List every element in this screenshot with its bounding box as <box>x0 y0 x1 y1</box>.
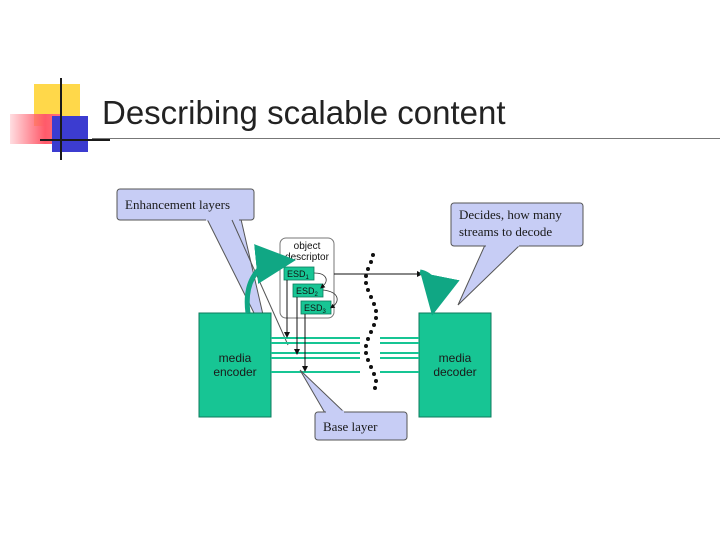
media-decoder-label-line1: media <box>439 351 472 365</box>
svg-text:ESD3: ESD3 <box>304 303 327 315</box>
callout-decides-pointer <box>457 244 522 306</box>
media-encoder-label-line1: media <box>219 351 252 365</box>
esd-entry-3: ESD3 <box>300 300 332 315</box>
decor-horizontal-line <box>40 139 110 141</box>
callout-enhancement-text: Enhancement layers <box>125 197 230 212</box>
svg-text:ESD2: ESD2 <box>296 286 319 298</box>
network-boundary-dots <box>364 253 378 390</box>
media-decoder-label-line2: decoder <box>433 365 476 379</box>
media-decoder-box <box>418 312 492 418</box>
media-encoder-label-line2: encoder <box>213 365 256 379</box>
callout-base-pointer <box>299 369 347 414</box>
esd-entry-1: ESD1 <box>283 266 315 281</box>
decor-blue-square <box>52 116 88 152</box>
decor-vertical-line <box>60 78 62 160</box>
object-descriptor-label-line2: descriptor <box>285 252 330 263</box>
esd-link-2-3 <box>322 289 338 309</box>
descriptor-to-decoder-teal-arrow <box>419 269 460 316</box>
callout-base-box <box>314 411 408 441</box>
callout-enhancement-box <box>116 188 255 221</box>
callout-base-text: Base layer <box>323 419 378 434</box>
slide-title: Describing scalable content <box>102 94 506 131</box>
stream-lines <box>271 337 419 373</box>
esd-link-1-2 <box>313 272 327 289</box>
esd-entry-2: ESD2 <box>292 283 324 298</box>
svg-text:ESD1: ESD1 <box>287 269 310 281</box>
media-encoder-box <box>198 312 272 418</box>
object-descriptor-label-line1: object <box>294 241 321 252</box>
callout-decides-text-line1: Decides, how many <box>459 207 562 222</box>
encoder-to-descriptor-arrow <box>244 244 296 314</box>
title-underline <box>92 138 720 139</box>
callout-decides-text-line2: streams to decode <box>459 224 552 239</box>
